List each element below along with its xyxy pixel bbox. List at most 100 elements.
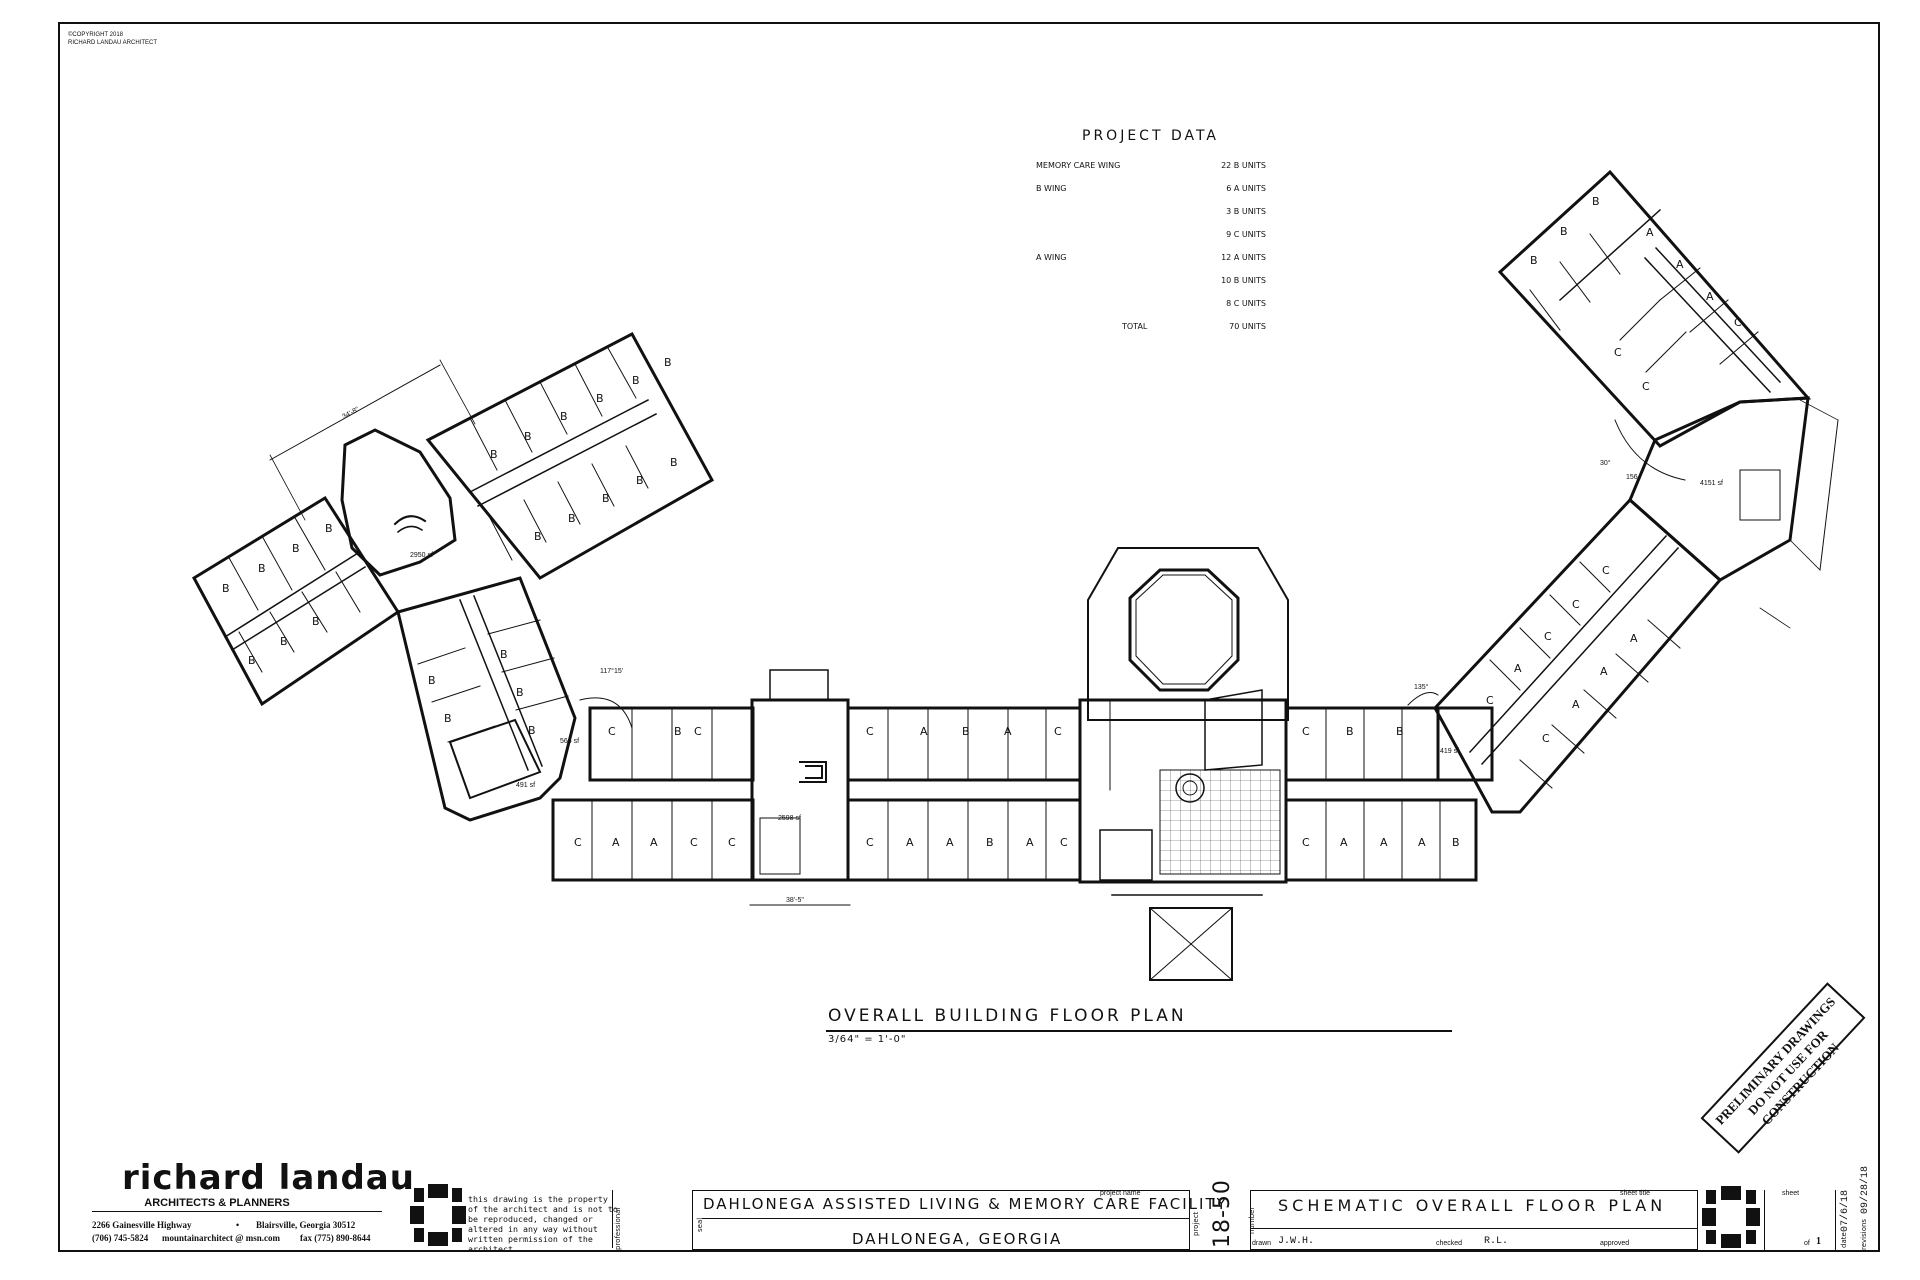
- svg-text:B: B: [1346, 725, 1354, 738]
- svg-text:B: B: [280, 635, 288, 648]
- svg-text:A: A: [650, 836, 658, 849]
- checked-value: R.L.: [1484, 1236, 1509, 1247]
- svg-text:A: A: [1026, 836, 1034, 849]
- copyright-line-2: RICHARD LANDAU ARCHITECT: [68, 40, 158, 46]
- svg-text:B: B: [560, 410, 568, 423]
- area-label: 419 sf: [1440, 748, 1460, 755]
- svg-text:A: A: [1418, 836, 1426, 849]
- sheet-seal-mark: [1702, 1186, 1760, 1248]
- firm-address: 2266 Gainesville Highway: [92, 1220, 192, 1230]
- drawn-label: drawn: [1252, 1240, 1272, 1247]
- row-units: 3 B UNITS: [1226, 207, 1266, 216]
- project-name-box: [692, 1190, 1190, 1250]
- svg-text:B: B: [1592, 195, 1600, 208]
- svg-text:C: C: [574, 836, 582, 849]
- svg-text:B: B: [490, 448, 498, 461]
- svg-text:C: C: [1544, 630, 1552, 643]
- svg-text:B: B: [500, 648, 508, 661]
- row-units: 9 C UNITS: [1226, 230, 1266, 239]
- sheet-title-box: [1250, 1190, 1698, 1250]
- svg-text:B: B: [1452, 836, 1460, 849]
- seal-label: seal: [696, 1217, 704, 1232]
- area-label: 566 sf: [560, 738, 580, 745]
- center-left-block: [749, 669, 851, 906]
- date-label: date: [1840, 1232, 1848, 1248]
- svg-text:C: C: [728, 836, 736, 849]
- svg-text:A: A: [612, 836, 620, 849]
- center-commons: [1078, 547, 1289, 981]
- svg-text:C: C: [1572, 598, 1580, 611]
- row-units: 22 B UNITS: [1221, 161, 1266, 170]
- svg-text:A: A: [1380, 836, 1388, 849]
- sheet-title: SCHEMATIC OVERALL FLOOR PLAN: [1278, 1196, 1667, 1215]
- project-number: 18-50: [1210, 1179, 1235, 1248]
- svg-text:C: C: [1302, 836, 1310, 849]
- svg-text:B: B: [528, 724, 536, 737]
- row-units: 6 A UNITS: [1226, 184, 1266, 193]
- sheet-number-box: [1764, 1190, 1836, 1250]
- svg-text:B: B: [1530, 254, 1538, 267]
- project-data-title: PROJECT DATA: [1082, 128, 1220, 144]
- svg-text:A: A: [1004, 725, 1012, 738]
- svg-text:B: B: [444, 712, 452, 725]
- svg-text:C: C: [694, 725, 702, 738]
- approved-label: approved: [1600, 1240, 1630, 1247]
- angle-label: 135°: [1414, 684, 1429, 691]
- copyright-notice: this drawing is the property of the arch…: [468, 1194, 618, 1254]
- svg-text:B: B: [248, 654, 256, 667]
- professional-label: professional: [614, 1207, 622, 1250]
- svg-text:A: A: [1514, 662, 1522, 675]
- svg-text:B: B: [602, 492, 610, 505]
- firm-seal-mark: [410, 1184, 466, 1246]
- plan-scale: 3/64" = 1'-0": [828, 1034, 907, 1045]
- row-label: A WING: [1036, 253, 1067, 262]
- firm-city: Blairsville, Georgia 30512: [256, 1220, 356, 1230]
- svg-text:A: A: [1706, 290, 1714, 303]
- svg-text:C: C: [1302, 725, 1310, 738]
- firm-email: mountainarchitect @ msn.com: [162, 1233, 280, 1243]
- row-label: MEMORY CARE WING: [1036, 161, 1121, 170]
- sheet-title-divider: [1250, 1228, 1698, 1229]
- sheet-title-label: sheet title: [1620, 1190, 1650, 1197]
- svg-text:B: B: [222, 582, 230, 595]
- row-label: B WING: [1036, 184, 1067, 193]
- firm-subtitle: ARCHITECTS & PLANNERS: [144, 1197, 290, 1209]
- svg-text:C: C: [866, 836, 874, 849]
- row-units: 8 C UNITS: [1226, 299, 1266, 308]
- svg-text:B: B: [1396, 725, 1404, 738]
- a-wing-right: [1284, 706, 1494, 882]
- svg-text:A: A: [1600, 665, 1608, 678]
- svg-text:B: B: [674, 725, 682, 738]
- svg-text:A: A: [1676, 258, 1684, 271]
- copyright-note: ©COPYRIGHT 2018 RICHARD LANDAU ARCHITECT: [68, 31, 157, 47]
- svg-text:B: B: [1560, 225, 1568, 238]
- plan-title: OVERALL BUILDING FLOOR PLAN: [828, 1006, 1187, 1026]
- copyright-line-1: ©COPYRIGHT 2018: [68, 32, 123, 38]
- project-city: DAHLONEGA, GEORGIA: [852, 1230, 1063, 1248]
- revisions-label: revisions: [1860, 1218, 1868, 1250]
- project-name-divider: [702, 1218, 1190, 1219]
- svg-text:A: A: [1630, 632, 1638, 645]
- dimension-label: 38'-5": [786, 897, 804, 904]
- svg-text:C: C: [866, 725, 874, 738]
- svg-text:B: B: [670, 456, 678, 469]
- area-label: 4151 sf: [1700, 480, 1723, 487]
- project-name: DAHLONEGA ASSISTED LIVING & MEMORY CARE …: [703, 1195, 1228, 1213]
- svg-text:B: B: [632, 374, 640, 387]
- project-name-label: project name: [1100, 1190, 1141, 1197]
- area-label: 491 sf: [516, 782, 536, 789]
- svg-text:C: C: [1602, 564, 1610, 577]
- plan-title-underline: [826, 1030, 1452, 1032]
- svg-text:B: B: [664, 356, 672, 369]
- memory-care-wing: [192, 331, 715, 822]
- right-diagonal-wing: [1407, 169, 1839, 814]
- address-separator: •: [236, 1220, 240, 1230]
- firm-phone: (706) 745-5824: [92, 1233, 149, 1243]
- svg-text:B: B: [516, 686, 524, 699]
- of-label: of: [1804, 1240, 1810, 1247]
- svg-text:B: B: [534, 530, 542, 543]
- drawn-value: J.W.H.: [1278, 1236, 1315, 1247]
- svg-text:A: A: [920, 725, 928, 738]
- svg-text:A: A: [906, 836, 914, 849]
